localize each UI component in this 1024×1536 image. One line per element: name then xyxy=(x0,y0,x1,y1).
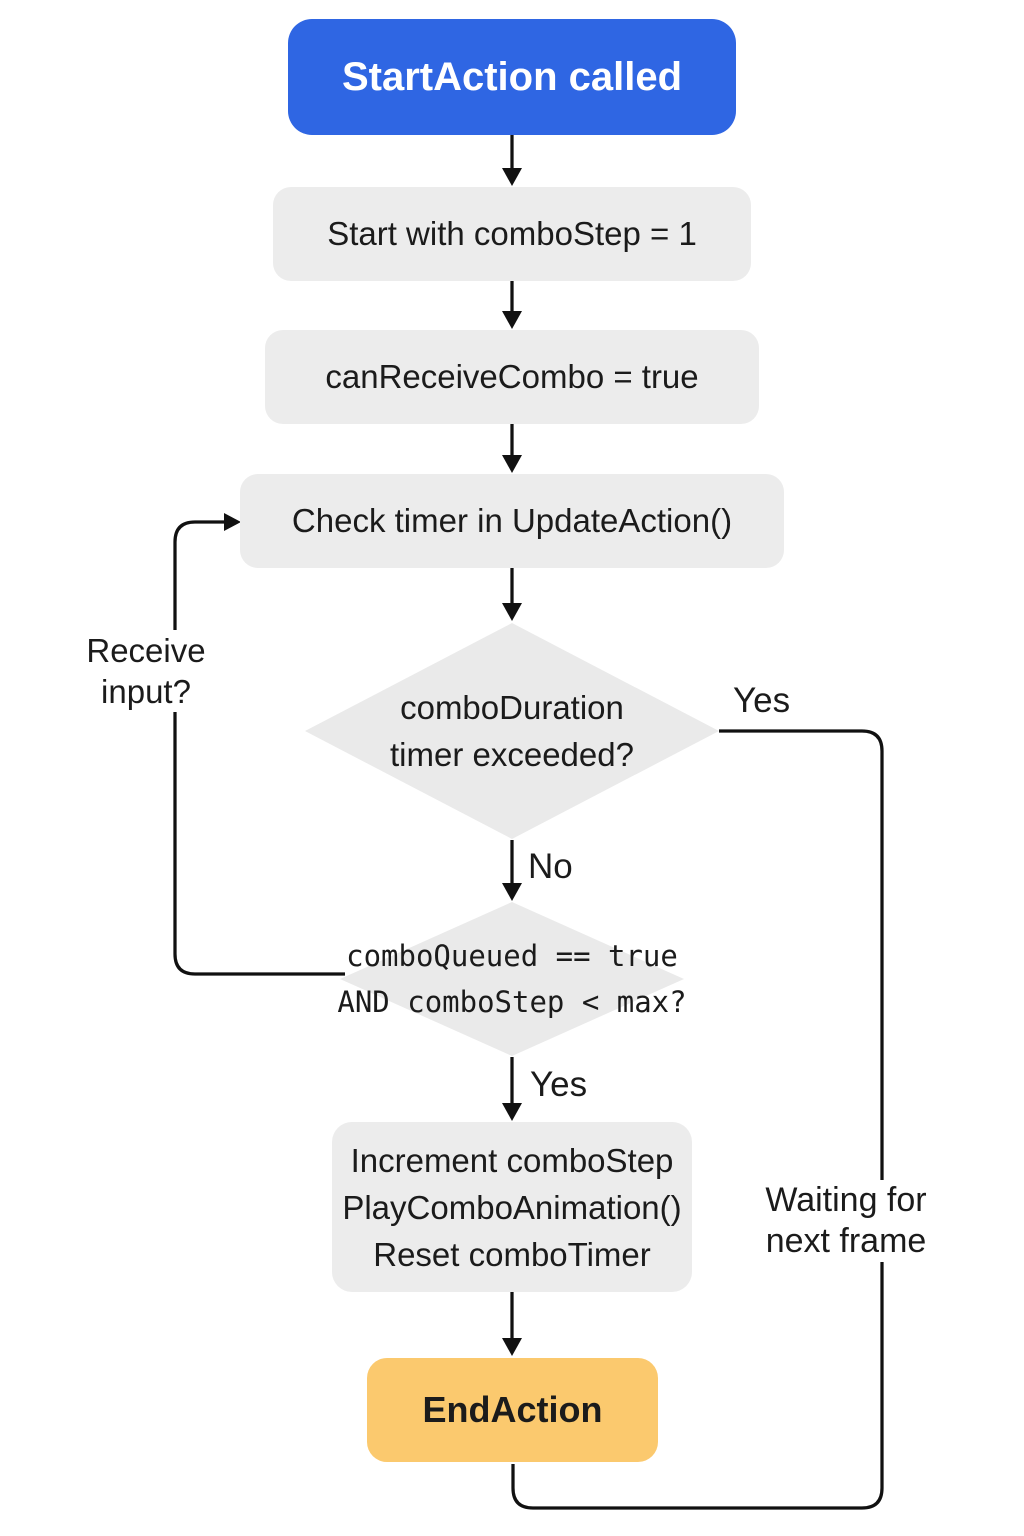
arrowhead-down-icon xyxy=(502,311,522,329)
connector-lines xyxy=(173,135,884,1510)
edge-label-queue-yes: Yes xyxy=(530,1065,588,1104)
combo-duration-decision-label: comboDuration timer exceeded? xyxy=(390,689,634,773)
waiting-next-frame-connector xyxy=(511,729,884,1510)
arrowhead-down-icon xyxy=(502,1103,522,1121)
arrowhead-down-icon xyxy=(502,455,522,473)
edge-label-timer-yes: Yes xyxy=(733,681,791,720)
can-receive-combo-node: canReceiveCombo = true xyxy=(265,330,759,424)
advance-combo-node: Increment comboStep PlayComboAnimation()… xyxy=(332,1122,692,1292)
arrowhead-down-icon xyxy=(502,883,522,901)
check-timer-node: Check timer in UpdateAction() xyxy=(240,474,784,568)
combo-queue-decision-label: comboQueued == true AND comboStep < max? xyxy=(337,939,687,1019)
receive-input-label: Receive input? xyxy=(56,630,236,712)
arrowhead-down-icon xyxy=(502,1338,522,1356)
start-action-node: StartAction called xyxy=(288,19,736,135)
edge-label-timer-no: No xyxy=(528,847,573,886)
combo-queue-decision-shape xyxy=(340,902,684,1056)
arrowhead-down-icon xyxy=(502,168,522,186)
arrowheads xyxy=(224,168,522,1356)
waiting-next-frame-label: Waiting for next frame xyxy=(736,1180,956,1262)
receive-input-loop-connector xyxy=(173,520,345,976)
arrowhead-down-icon xyxy=(502,603,522,621)
end-action-node: EndAction xyxy=(367,1358,658,1462)
combo-duration-decision-shape xyxy=(305,623,719,839)
init-combo-step-node: Start with comboStep = 1 xyxy=(273,187,751,281)
arrowhead-right-icon xyxy=(224,513,241,531)
